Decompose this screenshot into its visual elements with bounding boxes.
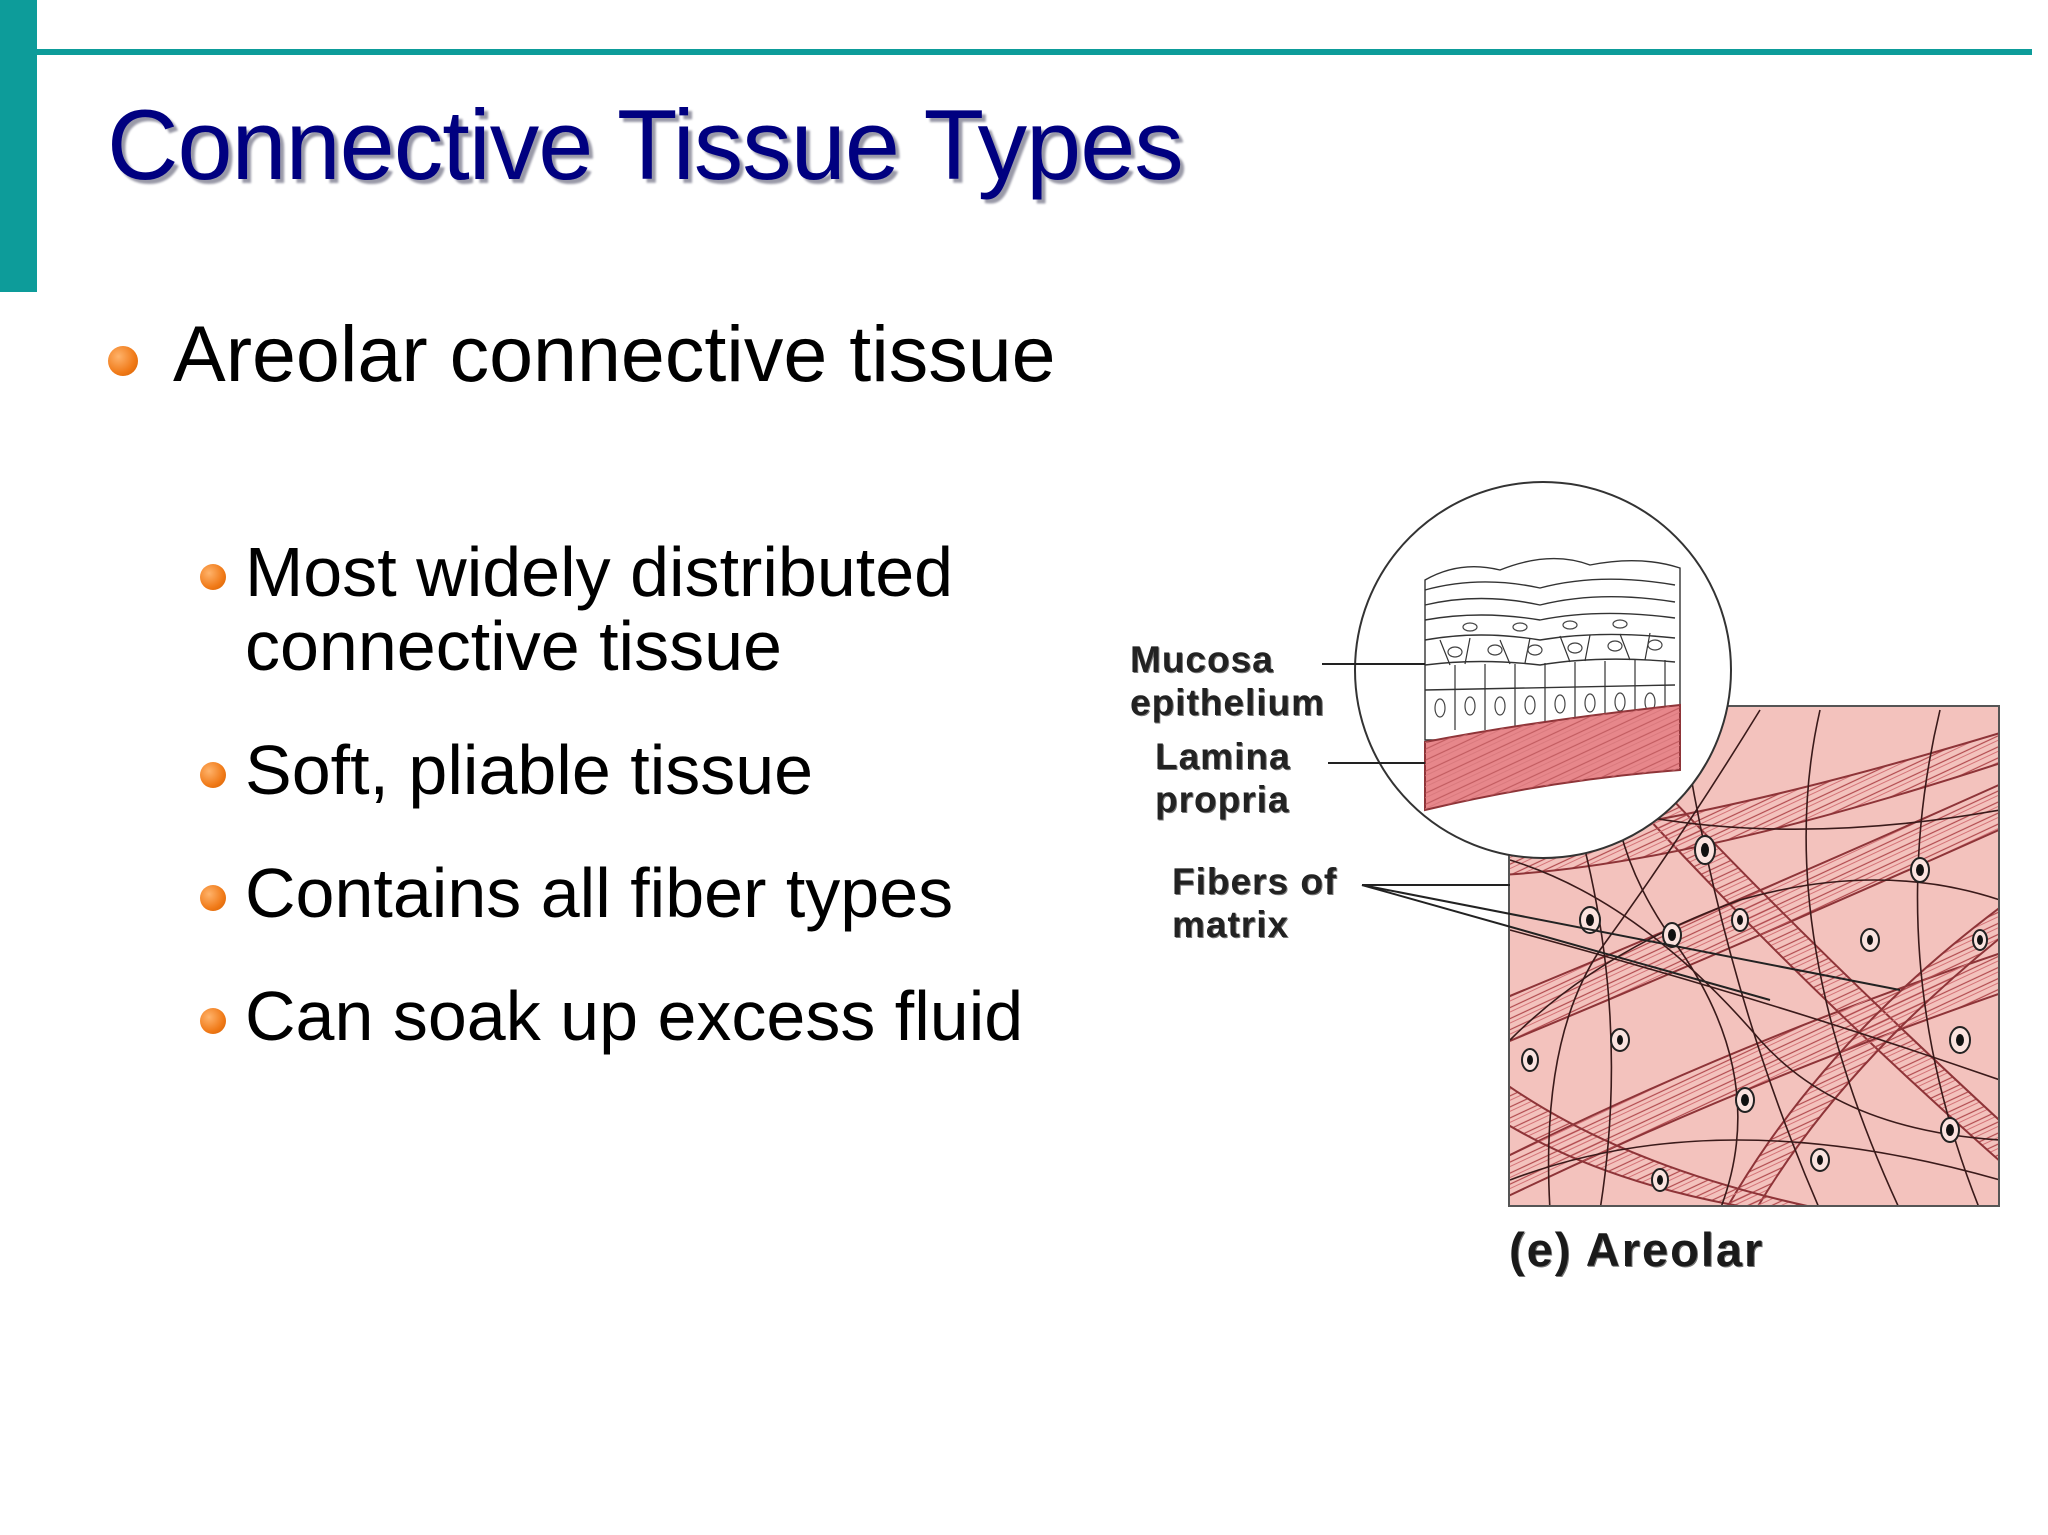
areolar-matrix-box: [1509, 706, 1999, 1206]
accent-bar-left: [0, 0, 37, 292]
figure-caption: (e) Areolar: [1509, 1223, 1765, 1276]
areolar-tissue-illustration: [1322, 481, 2000, 1207]
label-lamina-propria: Lamina propria: [1155, 736, 1291, 820]
accent-line-top: [37, 49, 2032, 55]
bullet-dot-icon: [108, 346, 138, 376]
bullet-dot-icon: [200, 564, 226, 590]
areolar-tissue-figure: Mucosa epithelium Lamina propria Fibers …: [1120, 480, 2020, 1300]
slide-title: Connective Tissue Types: [107, 89, 1184, 200]
bullet-dot-icon: [200, 885, 226, 911]
bullet-dot-icon: [200, 762, 226, 788]
sub-bullet-text: Can soak up excess fluid: [245, 977, 1024, 1055]
magnified-mucosa-inset: [1354, 481, 1732, 859]
bullet-main-text: Areolar connective tissue: [173, 309, 1056, 398]
label-fibers-of-matrix: Fibers of matrix: [1172, 861, 1338, 945]
sub-bullet-text: Soft, pliable tissue: [245, 731, 814, 809]
label-mucosa-epithelium: Mucosa epithelium: [1130, 639, 1326, 723]
bullet-dot-icon: [200, 1008, 226, 1034]
sub-bullet-text: Most widely distributed connective tissu…: [245, 533, 954, 685]
areolar-box-border: [1508, 705, 2000, 1207]
label-leader-lines: [1322, 663, 1901, 1001]
sub-bullet-text: Contains all fiber types: [245, 854, 954, 932]
magnifier-circle-border: [1354, 481, 1732, 859]
